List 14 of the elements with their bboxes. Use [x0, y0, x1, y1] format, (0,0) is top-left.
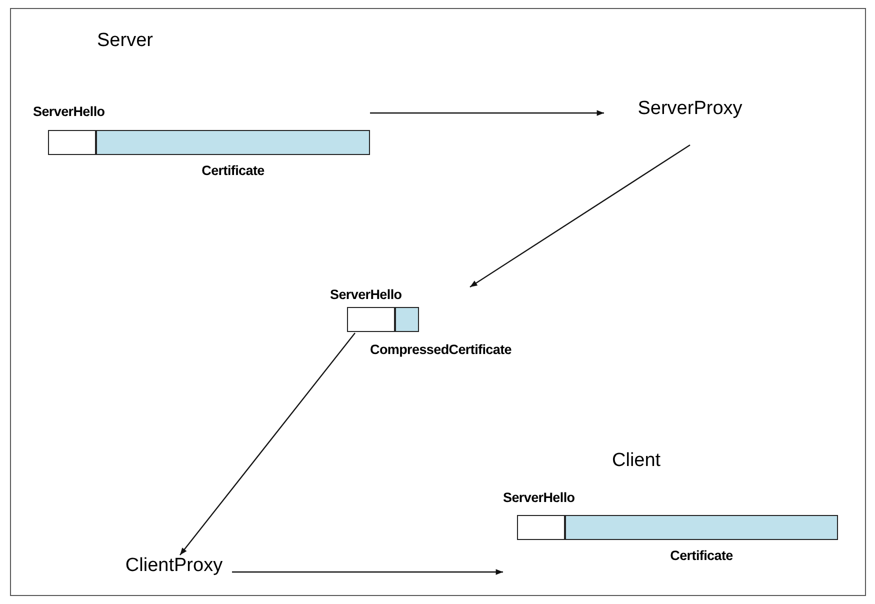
arrow [232, 569, 503, 575]
field-label: Certificate [202, 163, 264, 178]
arrow [370, 110, 604, 116]
field-label: Certificate [670, 548, 733, 563]
arrow [180, 332, 356, 556]
party-heading: Server [97, 30, 153, 52]
node-label: ClientProxy [118, 555, 230, 581]
field-label: ServerHello [33, 104, 105, 119]
field-label: ServerHello [330, 287, 402, 302]
field-label: ServerHello [503, 490, 575, 505]
field-label: CompressedCertificate [370, 342, 512, 357]
node-label: ServerProxy [605, 98, 775, 145]
party-heading: Client [612, 450, 661, 472]
arrow [470, 144, 690, 288]
